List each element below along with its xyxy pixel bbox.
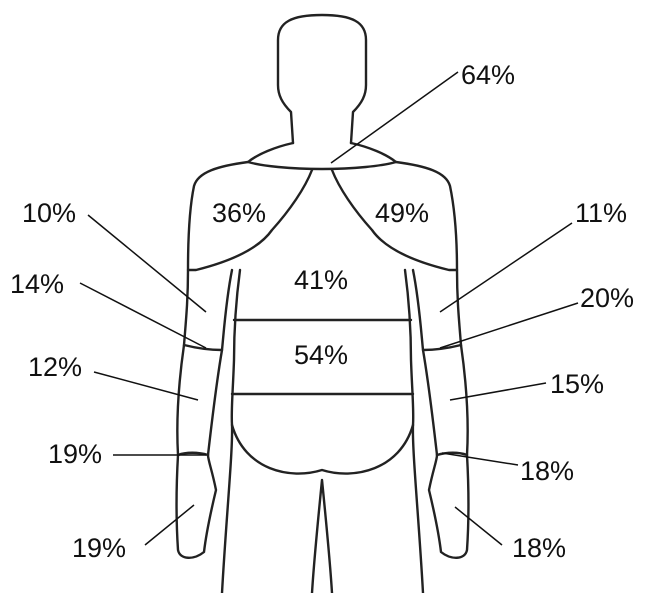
buttocks-outline [232,425,413,474]
label-left-upper-arm: 11% [575,198,627,228]
label-upper-back: 41% [294,265,348,295]
leader-left-hand [455,507,502,545]
neck-region-outline [248,143,396,169]
label-left-elbow: 20% [580,283,634,313]
leader-neck [331,72,458,163]
label-left-shoulder: 49% [375,198,429,228]
leader-right-hand [145,505,194,545]
label-right-upper-arm: 10% [22,198,76,228]
label-right-wrist: 19% [48,439,102,469]
legs-inner [312,480,332,593]
leader-left-elbow [440,303,578,348]
head-neck-outline [278,15,366,143]
label-left-hand: 18% [512,533,566,563]
body-outline [177,15,469,593]
leader-left-wrist [442,453,518,465]
label-right-hand: 19% [72,533,126,563]
label-lower-back: 54% [294,340,348,370]
label-left-wrist: 18% [520,456,574,486]
leader-lines [80,72,578,545]
leader-left-upper-arm [440,223,572,312]
label-right-elbow: 14% [10,269,64,299]
right-arm-inner [208,270,232,455]
leader-right-forearm [94,372,198,400]
label-left-forearm: 15% [550,369,604,399]
label-right-shoulder: 36% [212,198,266,228]
leader-left-forearm [450,383,546,400]
label-right-forearm: 12% [28,352,82,382]
label-neck: 64% [461,60,515,90]
left-arm-inner [413,270,437,455]
left-arm-outline [429,270,469,558]
